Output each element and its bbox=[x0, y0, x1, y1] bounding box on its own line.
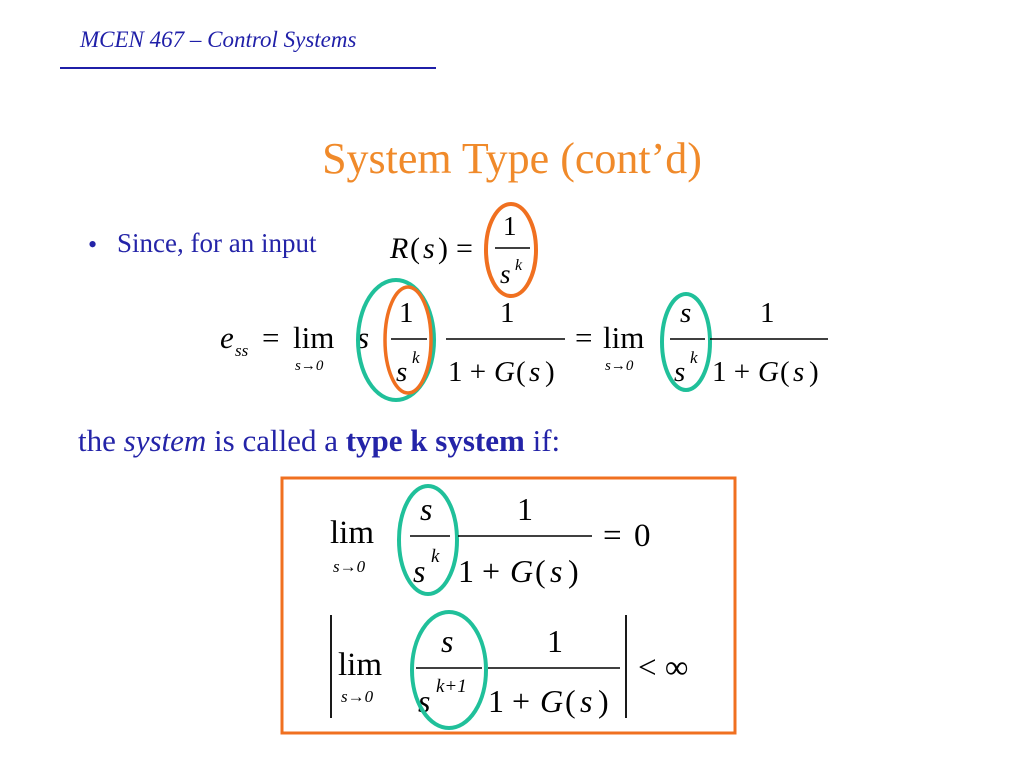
ess-num-1b: 1 bbox=[500, 297, 515, 329]
ess-G: G bbox=[494, 356, 515, 388]
slide-title: System Type (cont’d) bbox=[322, 134, 702, 183]
conditions-box bbox=[280, 476, 737, 735]
teal-highlight-ring bbox=[397, 484, 459, 596]
c2-num-1: 1 bbox=[547, 623, 563, 659]
ess-num-1c: 1 bbox=[760, 297, 775, 329]
c1-den-k: k bbox=[431, 546, 440, 567]
c1-rp: ) bbox=[568, 553, 579, 589]
eq-R: R bbox=[389, 232, 408, 265]
c1-G: G bbox=[510, 553, 533, 589]
statement-system-word: system bbox=[123, 423, 207, 458]
teal-highlight-ring bbox=[660, 292, 712, 392]
teal-highlight-ring bbox=[410, 610, 488, 730]
c1-den-s2: s bbox=[550, 553, 562, 589]
bullet-marker: • bbox=[88, 230, 98, 259]
c2-less-than-infinity: < ∞ bbox=[638, 650, 688, 686]
eq-den-k: k bbox=[515, 257, 523, 274]
ess-den-s3: s bbox=[674, 356, 685, 388]
type-k-statement: the system is called a type k system if: bbox=[78, 423, 560, 459]
c1-equals: = bbox=[603, 518, 622, 554]
c2-rp: ) bbox=[598, 683, 609, 719]
c1-den-s: s bbox=[413, 553, 425, 589]
c1-num-s: s bbox=[420, 491, 432, 527]
orange-highlight-ring bbox=[484, 202, 538, 298]
ess-equals: = bbox=[262, 320, 279, 355]
eq-num-1: 1 bbox=[503, 211, 517, 241]
condition-1: lim s→0 s s k 1 1 + G ( s ) = 0 bbox=[330, 484, 651, 596]
ess-equals2: = bbox=[575, 320, 592, 355]
eq-equals: = bbox=[456, 232, 473, 265]
eq-lp: ( bbox=[410, 232, 420, 265]
ess-den-k2: k bbox=[690, 348, 698, 367]
statement-part3: if: bbox=[524, 423, 561, 458]
ess-lim2-sub: s→0 bbox=[605, 358, 634, 374]
orange-highlight-ring bbox=[383, 285, 433, 395]
condition-2: lim s→0 s s k+1 1 1 + G ( s ) < ∞ bbox=[330, 610, 688, 730]
ess-G2: G bbox=[758, 356, 779, 388]
c2-den-1plus: 1 + bbox=[488, 683, 530, 719]
eq-s: s bbox=[423, 232, 435, 265]
teal-highlight-ring bbox=[356, 278, 436, 402]
ess-lp: ( bbox=[516, 356, 526, 388]
course-header: MCEN 467 – Control Systems bbox=[80, 27, 357, 52]
input-equation: R ( s ) = 1 s k bbox=[389, 202, 538, 298]
c1-zero: 0 bbox=[634, 518, 651, 554]
c2-den-s2: s bbox=[580, 683, 592, 719]
c2-lim-sub: s→0 bbox=[341, 687, 374, 706]
ess-equation: e ss = lim s→0 s 1 s k 1 1 + G ( s ) = l… bbox=[220, 278, 828, 402]
ess-den-s4: s bbox=[793, 356, 804, 388]
c2-lim: lim bbox=[338, 647, 382, 683]
ess-e: e bbox=[220, 320, 234, 355]
ess-den-k: k bbox=[412, 348, 420, 367]
ess-lp2: ( bbox=[780, 356, 790, 388]
c2-G: G bbox=[540, 683, 563, 719]
c2-lp: ( bbox=[565, 683, 576, 719]
c2-den-kplus1: k+1 bbox=[436, 676, 467, 697]
ess-den-1plus: 1 + bbox=[448, 356, 486, 388]
statement-part2: is called a bbox=[206, 423, 346, 458]
eq-rp: ) bbox=[438, 232, 448, 265]
c1-num-1: 1 bbox=[517, 491, 533, 527]
statement-part1: the bbox=[78, 423, 124, 458]
ess-lim2: lim bbox=[603, 320, 644, 355]
c1-lim: lim bbox=[330, 515, 374, 551]
ess-lim-sub: s→0 bbox=[295, 358, 324, 374]
eq-den-s: s bbox=[500, 259, 511, 289]
ess-lim: lim bbox=[293, 320, 334, 355]
ess-den-s2: s bbox=[529, 356, 540, 388]
ess-den-1plus2: 1 + bbox=[712, 356, 750, 388]
c1-lim-sub: s→0 bbox=[333, 557, 366, 576]
statement-type-k: type k system bbox=[345, 423, 525, 458]
ess-den-s: s bbox=[396, 356, 407, 388]
c1-den-1plus: 1 + bbox=[458, 553, 500, 589]
bullet-text: Since, for an input bbox=[117, 228, 317, 258]
c2-num-s: s bbox=[441, 623, 453, 659]
ess-rp2: ) bbox=[809, 356, 819, 388]
c1-lp: ( bbox=[535, 553, 546, 589]
ess-subscript: ss bbox=[235, 341, 249, 360]
ess-num-s: s bbox=[680, 297, 691, 329]
ess-num-1: 1 bbox=[399, 297, 414, 329]
header-underline bbox=[60, 67, 436, 69]
ess-rp: ) bbox=[545, 356, 555, 388]
